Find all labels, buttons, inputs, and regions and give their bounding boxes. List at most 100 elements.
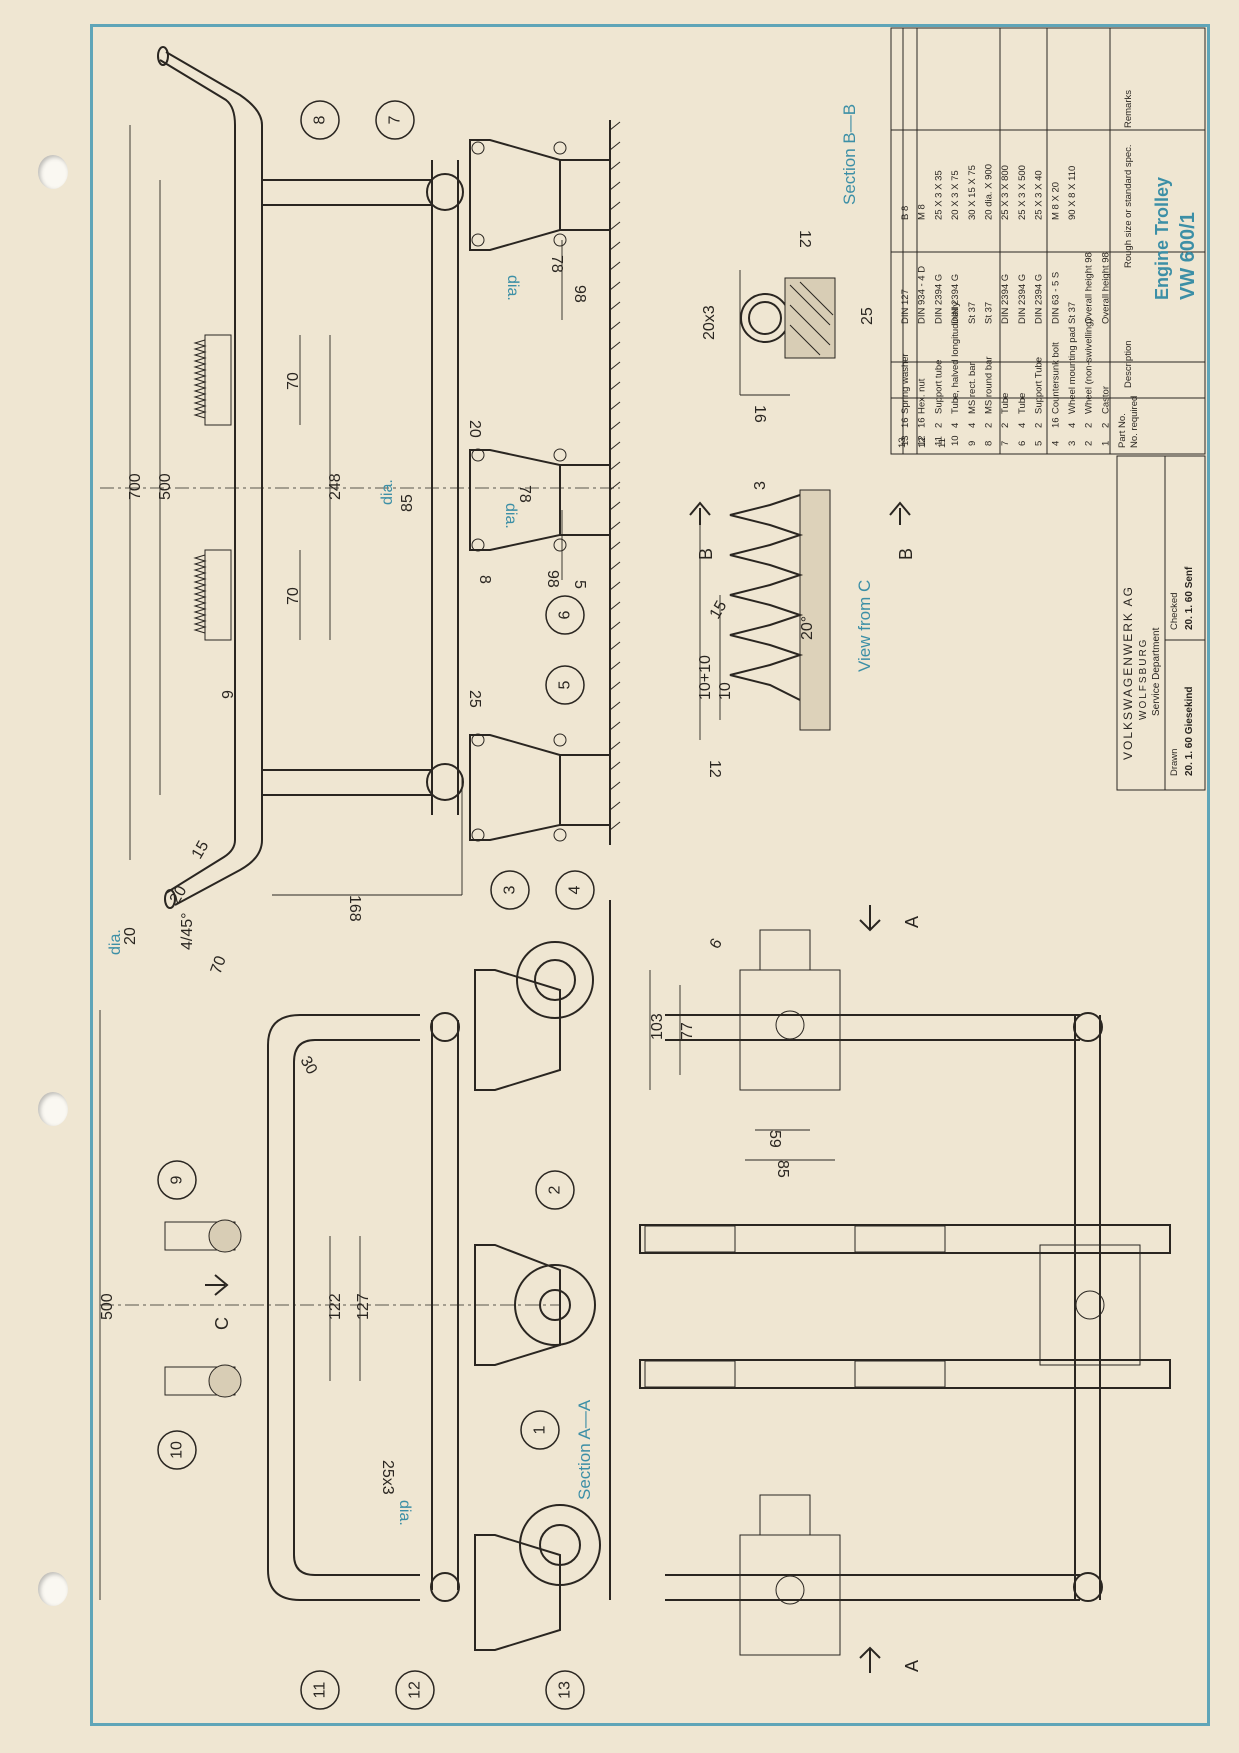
cut-b-upper: B [696,548,716,560]
parts-cell-description: Spring washer [900,353,911,414]
cut-a-upper: A [902,916,922,928]
cut-c: C [212,1317,232,1330]
company-title-block: VOLKSWAGENWERK AG WOLFSBURG Service Depa… [1116,455,1206,791]
dim-168: 168 [346,895,363,922]
balloon-label-4: 4 [567,885,584,894]
dim-30: 30 [297,1054,321,1078]
dim-500-aa: 500 [99,1293,116,1320]
parts-cell-qty: 2 [984,423,995,428]
parts-cell-part: 9 [967,441,978,446]
cut-a-lower: A [902,1660,922,1672]
parts-cell-qty: 16 [917,417,928,428]
row-11-part: 11 [937,438,948,448]
dim-103: 103 [649,1013,666,1040]
section-aa-label: Section A—A [575,1399,594,1500]
balloon-label-3: 3 [502,885,519,894]
balloon-label-2: 2 [547,1185,564,1194]
dim-20: 20 [466,420,483,438]
dim-dia-aa: dia. [396,1500,413,1526]
parts-cell-remarks: B 8 [900,206,911,220]
parts-cell-description: Support tube [933,360,944,414]
parts-cell-spec: Overall height 98 [1100,252,1111,324]
balloon-8 [300,100,340,140]
dim-25: 25 [466,690,483,708]
parts-cell-part: 7 [1000,441,1011,446]
parts-cell-part: 3 [1067,441,1078,446]
dim-25x3: 25x3 [379,1460,396,1495]
parts-cell-part: 2 [1084,441,1095,446]
parts-cell-description: Castor [1100,386,1111,414]
parts-cell-spec: DIN 2394 G [1000,274,1011,324]
parts-list-rows: 13 12 11 [897,437,948,448]
parts-cell-spec: DIN 2394 G [950,274,961,324]
punch-hole [38,155,68,189]
parts-cell-description: Tube [1000,393,1011,414]
dim-8: 8 [476,575,493,584]
balloon-label-13: 13 [557,1681,574,1699]
section-aa-view: 500 122 127 25x3 dia. 30 C Section A—A [99,900,611,1651]
dim-12-c: 12 [706,760,723,778]
dim-122: 122 [327,1293,344,1320]
dim-98-top: 98 [571,285,588,303]
company-name: VOLKSWAGENWERK AG [1121,585,1135,760]
dim-dia-85: dia. [379,479,396,505]
dim-15: 15 [189,838,213,862]
parts-cell-spec: St 37 [1067,302,1078,324]
balloon-label-8: 8 [312,115,329,124]
dim-15-c: 15 [707,598,731,622]
section-bb-label: Section B—B [840,104,859,205]
row-12-part: 12 [917,437,928,448]
balloon-5 [545,665,585,705]
parts-cell-spec: Overall height 98 [1084,252,1095,324]
dim-248: 248 [327,473,344,500]
row-13-part: 13 [897,437,908,448]
parts-cell-part: 4 [1050,441,1061,446]
parts-cell-remarks: 90 X 8 X 110 [1067,166,1078,220]
balloon-label-5: 5 [557,680,574,689]
dim-85: 85 [399,494,416,512]
parts-cell-remarks: 25 X 3 X 35 [933,170,944,220]
parts-cell-qty: 2 [1084,423,1095,428]
parts-cell-remarks: 30 X 15 X 75 [967,165,978,220]
drawn-label: Drawn [1169,749,1180,776]
header-description: Description [1123,340,1134,388]
balloon-13 [545,1670,585,1710]
parts-cell-part: 11 [933,436,944,446]
dim-98-mid: 98 [544,570,561,588]
section-bb-view: 20x3 16 12 25 Section B—B [701,104,876,423]
parts-cell-qty: 2 [1100,423,1111,428]
header-part-no: Part No. [1117,413,1128,448]
parts-cell-description: Wheel mounting pad [1067,327,1078,414]
balloon-9 [157,1160,197,1200]
dim-6: 6 [218,690,235,699]
balloon-label-1: 1 [532,1425,549,1434]
parts-cell-part: 5 [1034,441,1045,446]
parts-cell-remarks: 25 X 3 X 800 [1000,165,1011,220]
header-rough-size: Rough size or standard spec. [1123,144,1134,268]
dim-20-angle: 20 [167,883,191,907]
dim-700: 700 [127,473,144,500]
parts-cell-spec: DIN 934 - 4 D [917,266,928,324]
balloon-7 [375,100,415,140]
parts-cell-spec: St 37 [984,302,995,324]
balloon-label-12: 12 [407,1681,424,1699]
parts-cell-spec: St 37 [967,302,978,324]
parts-cell-part: 6 [1017,441,1028,446]
parts-cell-description: Hex. nut [917,378,928,414]
department: Service Department [1151,627,1162,716]
dim-dia-handle: dia. [107,929,124,955]
parts-cell-qty: 2 [1034,423,1045,428]
dim-12-bb: 12 [796,230,813,248]
parts-cell-description: MS rect. bar [967,362,978,414]
balloon-label-9: 9 [169,1175,186,1184]
parts-cell-qty: 2 [1000,423,1011,428]
parts-cell-qty: 2 [933,423,944,428]
